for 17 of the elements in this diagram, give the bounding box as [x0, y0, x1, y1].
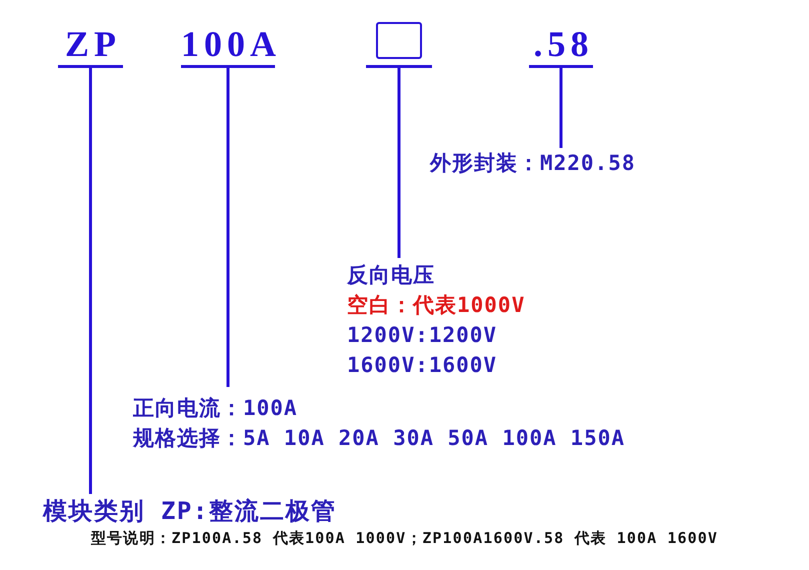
description-text: 规格选择：5A 10A 20A 30A 50A 100A 150A	[133, 425, 626, 452]
caption-text: 型号说明：ZP100A.58 代表100A 1000V；ZP100A1600V.58 代表 100A 1600V	[91, 529, 718, 547]
model-code: .58	[534, 26, 594, 62]
leader-line	[398, 65, 400, 258]
model-code: 100A	[181, 26, 281, 62]
description-text: 1600V:1600V	[347, 352, 498, 379]
description-text: 外形封装：M220.58	[430, 148, 636, 175]
category-text: 模块类别 ZP:整流二极管	[43, 494, 336, 526]
leader-line	[89, 65, 92, 494]
code-underline	[366, 22, 432, 68]
description-text: 空白：代表1000V	[347, 292, 526, 319]
description-text: 正向电流：100A	[133, 395, 299, 422]
leader-line	[560, 65, 562, 148]
description-text: 1200V:1200V	[347, 322, 498, 349]
heading-text: 反向电压	[347, 262, 436, 289]
leader-line	[226, 65, 230, 387]
model-code: ZP	[64, 26, 121, 62]
